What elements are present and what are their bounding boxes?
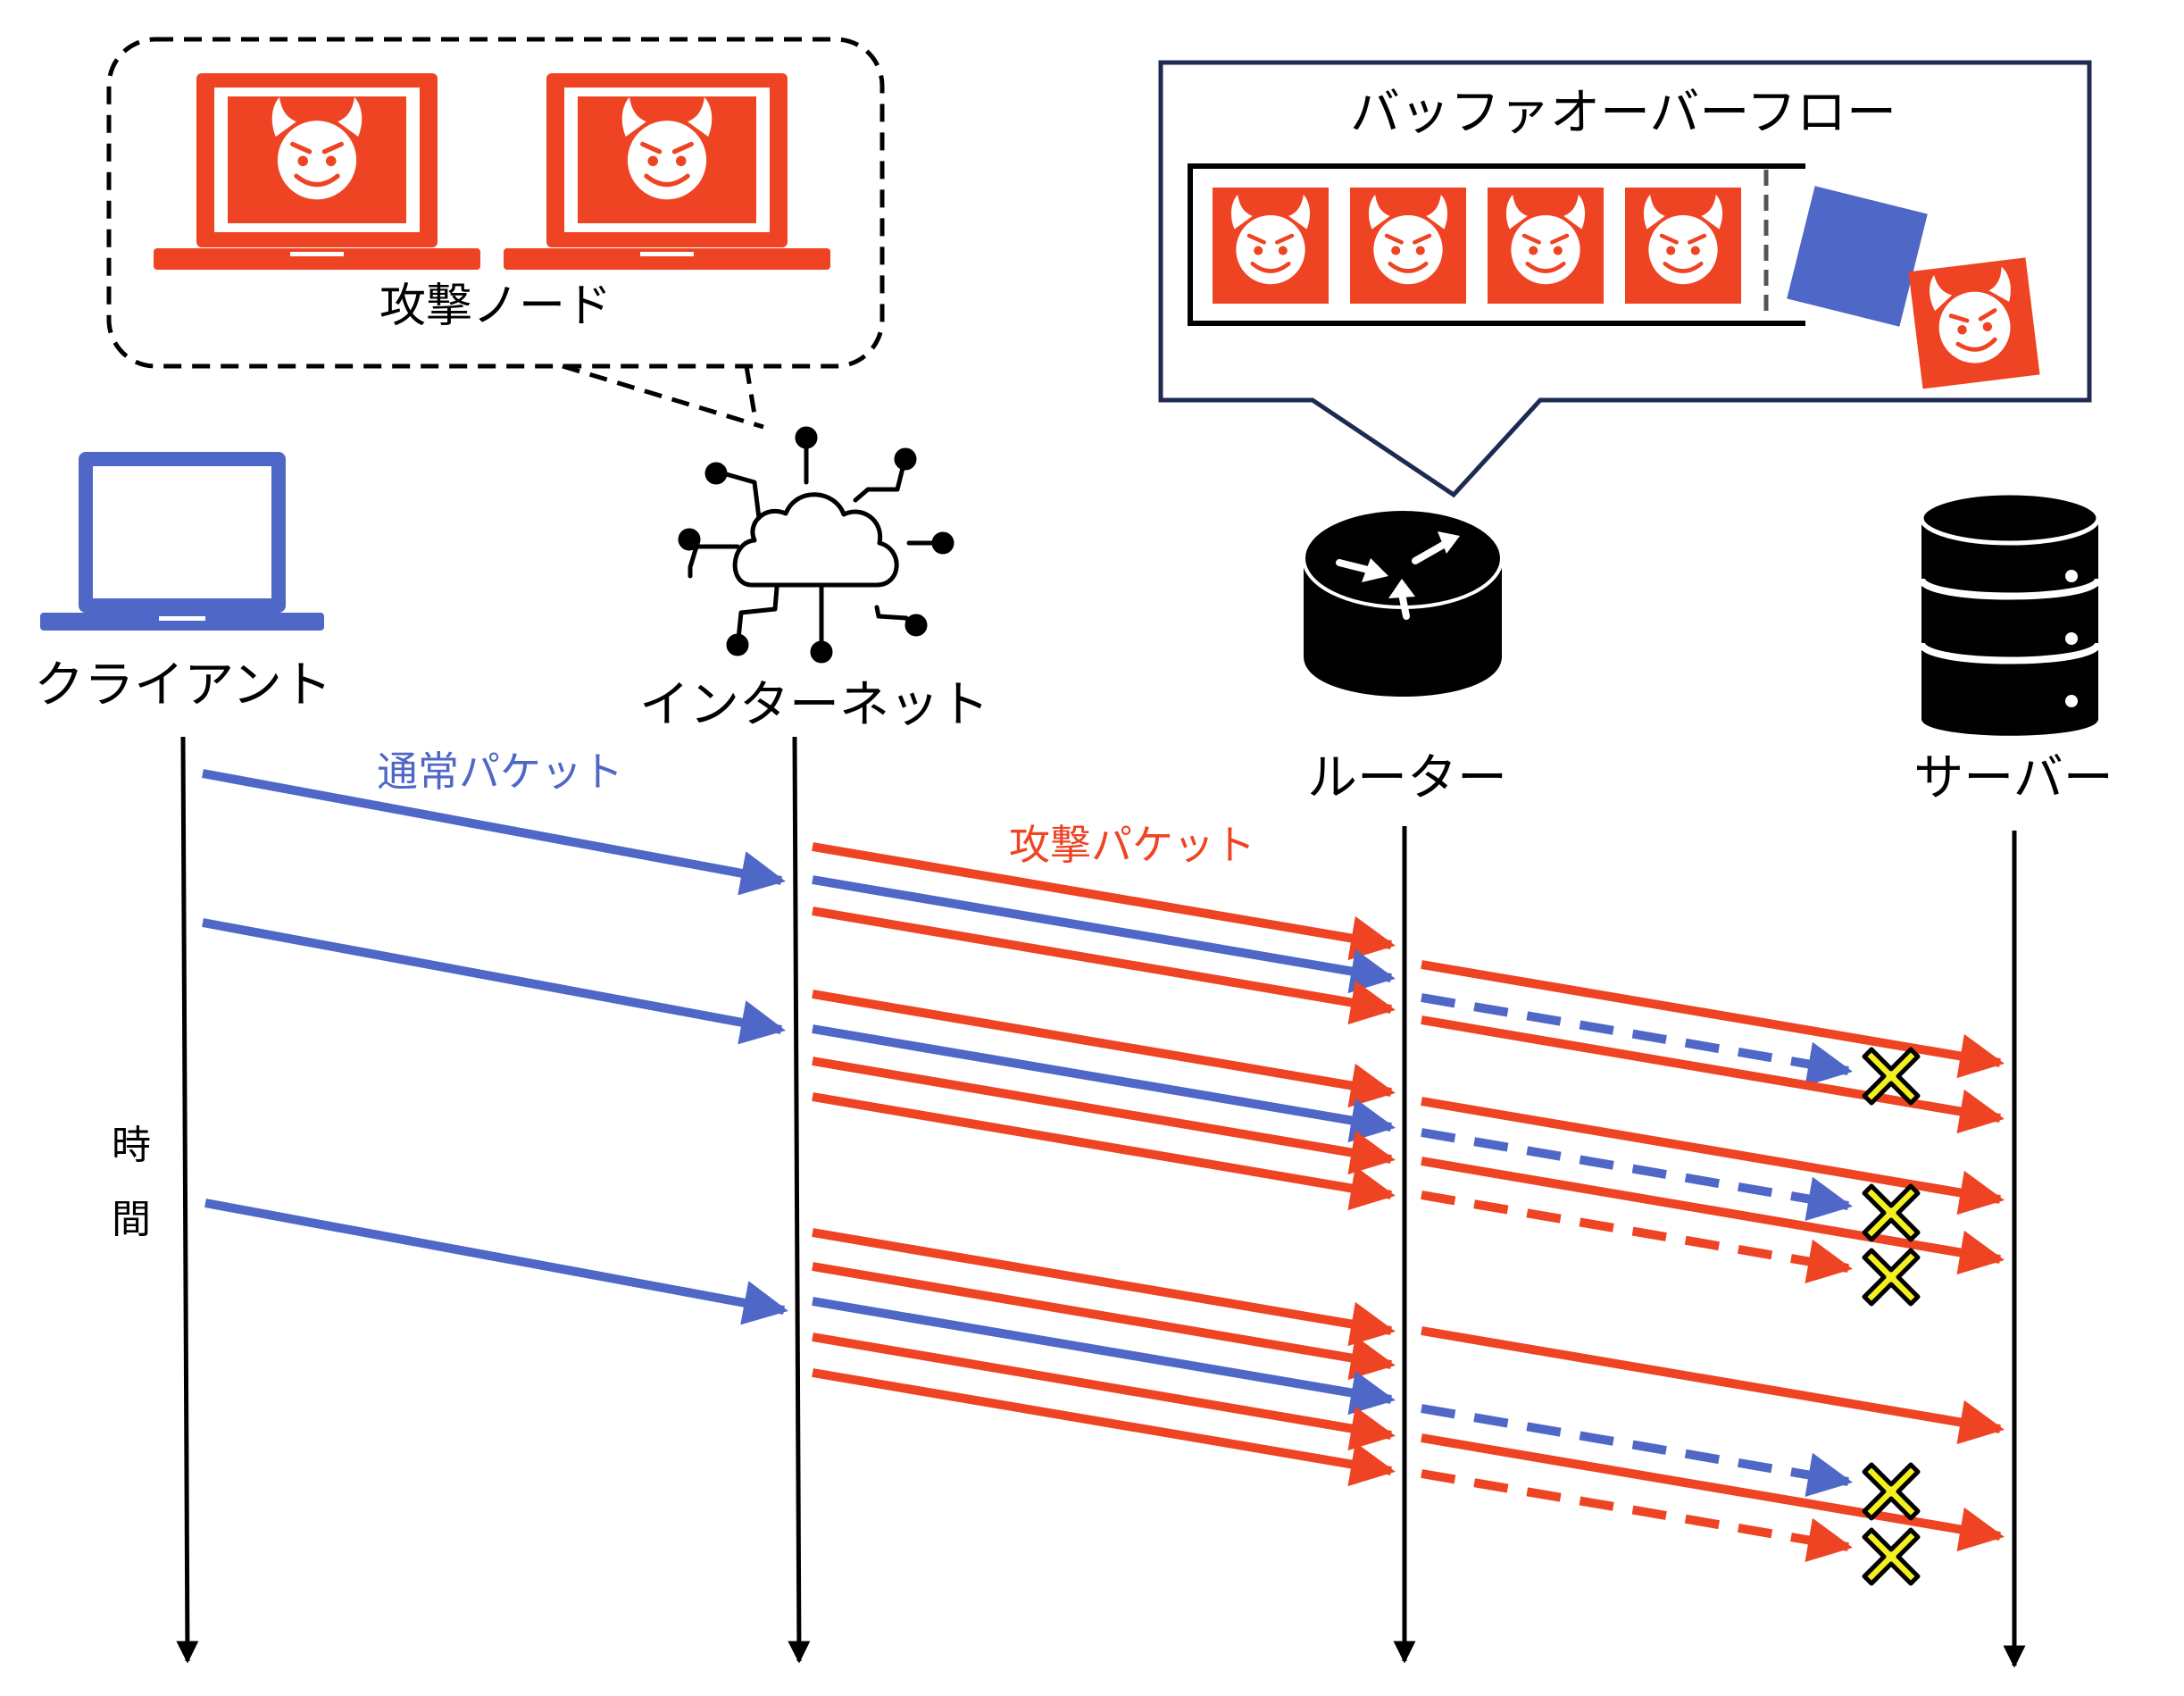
client-label: クライアント xyxy=(34,656,332,714)
attack-packet-arrow xyxy=(1421,1326,2005,1445)
time-label-1: 時 xyxy=(112,1123,151,1168)
attacker-label: 攻撃ノード xyxy=(379,280,612,333)
normal-packet-arrow xyxy=(812,875,1396,994)
timelines xyxy=(176,736,2026,1668)
attack-packet-arrow xyxy=(1421,1015,2005,1134)
normal-packet-arrow xyxy=(202,769,786,896)
database-server-icon xyxy=(1918,490,2102,736)
buffer-overflow-title: バッファオーバーフロー xyxy=(1350,84,1896,142)
normal-packet-arrow xyxy=(204,1199,788,1325)
drop-marks xyxy=(1864,1049,1918,1583)
internet-label: インターネット xyxy=(639,676,989,734)
router-icon xyxy=(1302,507,1504,697)
time-label-2: 間 xyxy=(112,1197,151,1242)
dropped-normal-packet-arrow xyxy=(1421,993,1853,1087)
x-mark-icon xyxy=(1864,1049,1918,1103)
dropped-attack-packet-arrow xyxy=(1421,1469,1853,1563)
dropped-normal-packet-arrow xyxy=(1421,1404,1853,1498)
devil-laptop-icon xyxy=(504,73,830,270)
normal-packet-arrow xyxy=(812,1024,1396,1143)
x-mark-icon xyxy=(1864,1250,1918,1304)
attack-packet-arrow xyxy=(1421,1097,2005,1216)
overflow-attack-packet xyxy=(1908,257,2040,389)
normal-packet-arrow xyxy=(812,1297,1396,1416)
attack-packet-arrow xyxy=(812,1057,1396,1175)
attack-packet-arrow xyxy=(812,1368,1396,1487)
attack-packet-arrow xyxy=(812,1333,1396,1451)
router-label: ルーター xyxy=(1307,749,1507,807)
x-mark-icon xyxy=(1864,1465,1918,1518)
dropped-normal-packet-arrow xyxy=(1421,1128,1853,1222)
x-mark-icon xyxy=(1864,1186,1918,1240)
laptop-icon xyxy=(40,452,324,631)
attack-packet-arrow xyxy=(1421,960,2005,1079)
devil-packet-icon xyxy=(1488,188,1604,304)
attacker-callout: 攻撃ノード xyxy=(106,37,885,430)
attack-packet-arrow xyxy=(812,1228,1396,1347)
attack-packet-label: 攻撃パケット xyxy=(1009,821,1255,869)
attack-packet-arrow xyxy=(812,1092,1396,1211)
attack-packet-arrow xyxy=(1421,1433,2005,1552)
dropped-attack-packet-arrow xyxy=(1421,1191,1853,1284)
buffer-overflow-callout: バッファオーバーフロー xyxy=(1158,60,2092,498)
server-label: サーバー xyxy=(1913,749,2113,807)
devil-laptop-icon xyxy=(154,73,480,270)
attack-packet-arrow xyxy=(812,906,1396,1025)
overflow-normal-packet xyxy=(1787,186,1928,327)
attack-packet-arrow xyxy=(1421,1157,2005,1275)
attack-packet-arrow xyxy=(812,990,1396,1108)
internet-timeline xyxy=(788,736,811,1664)
devil-packet-icon xyxy=(1213,188,1329,304)
x-mark-icon xyxy=(1864,1530,1918,1583)
packet-flows xyxy=(202,769,2005,1563)
devil-packet-icon xyxy=(1625,188,1741,304)
normal-packet-label: 通常パケット xyxy=(377,748,623,796)
client-timeline xyxy=(176,736,199,1664)
queued-attack-packets xyxy=(1213,188,1741,304)
cloud-network-icon xyxy=(678,426,954,664)
attack-packet-arrow xyxy=(812,842,1396,961)
normal-packet-arrow xyxy=(202,918,786,1045)
devil-packet-icon xyxy=(1350,188,1466,304)
attack-packet-arrow xyxy=(812,1262,1396,1381)
